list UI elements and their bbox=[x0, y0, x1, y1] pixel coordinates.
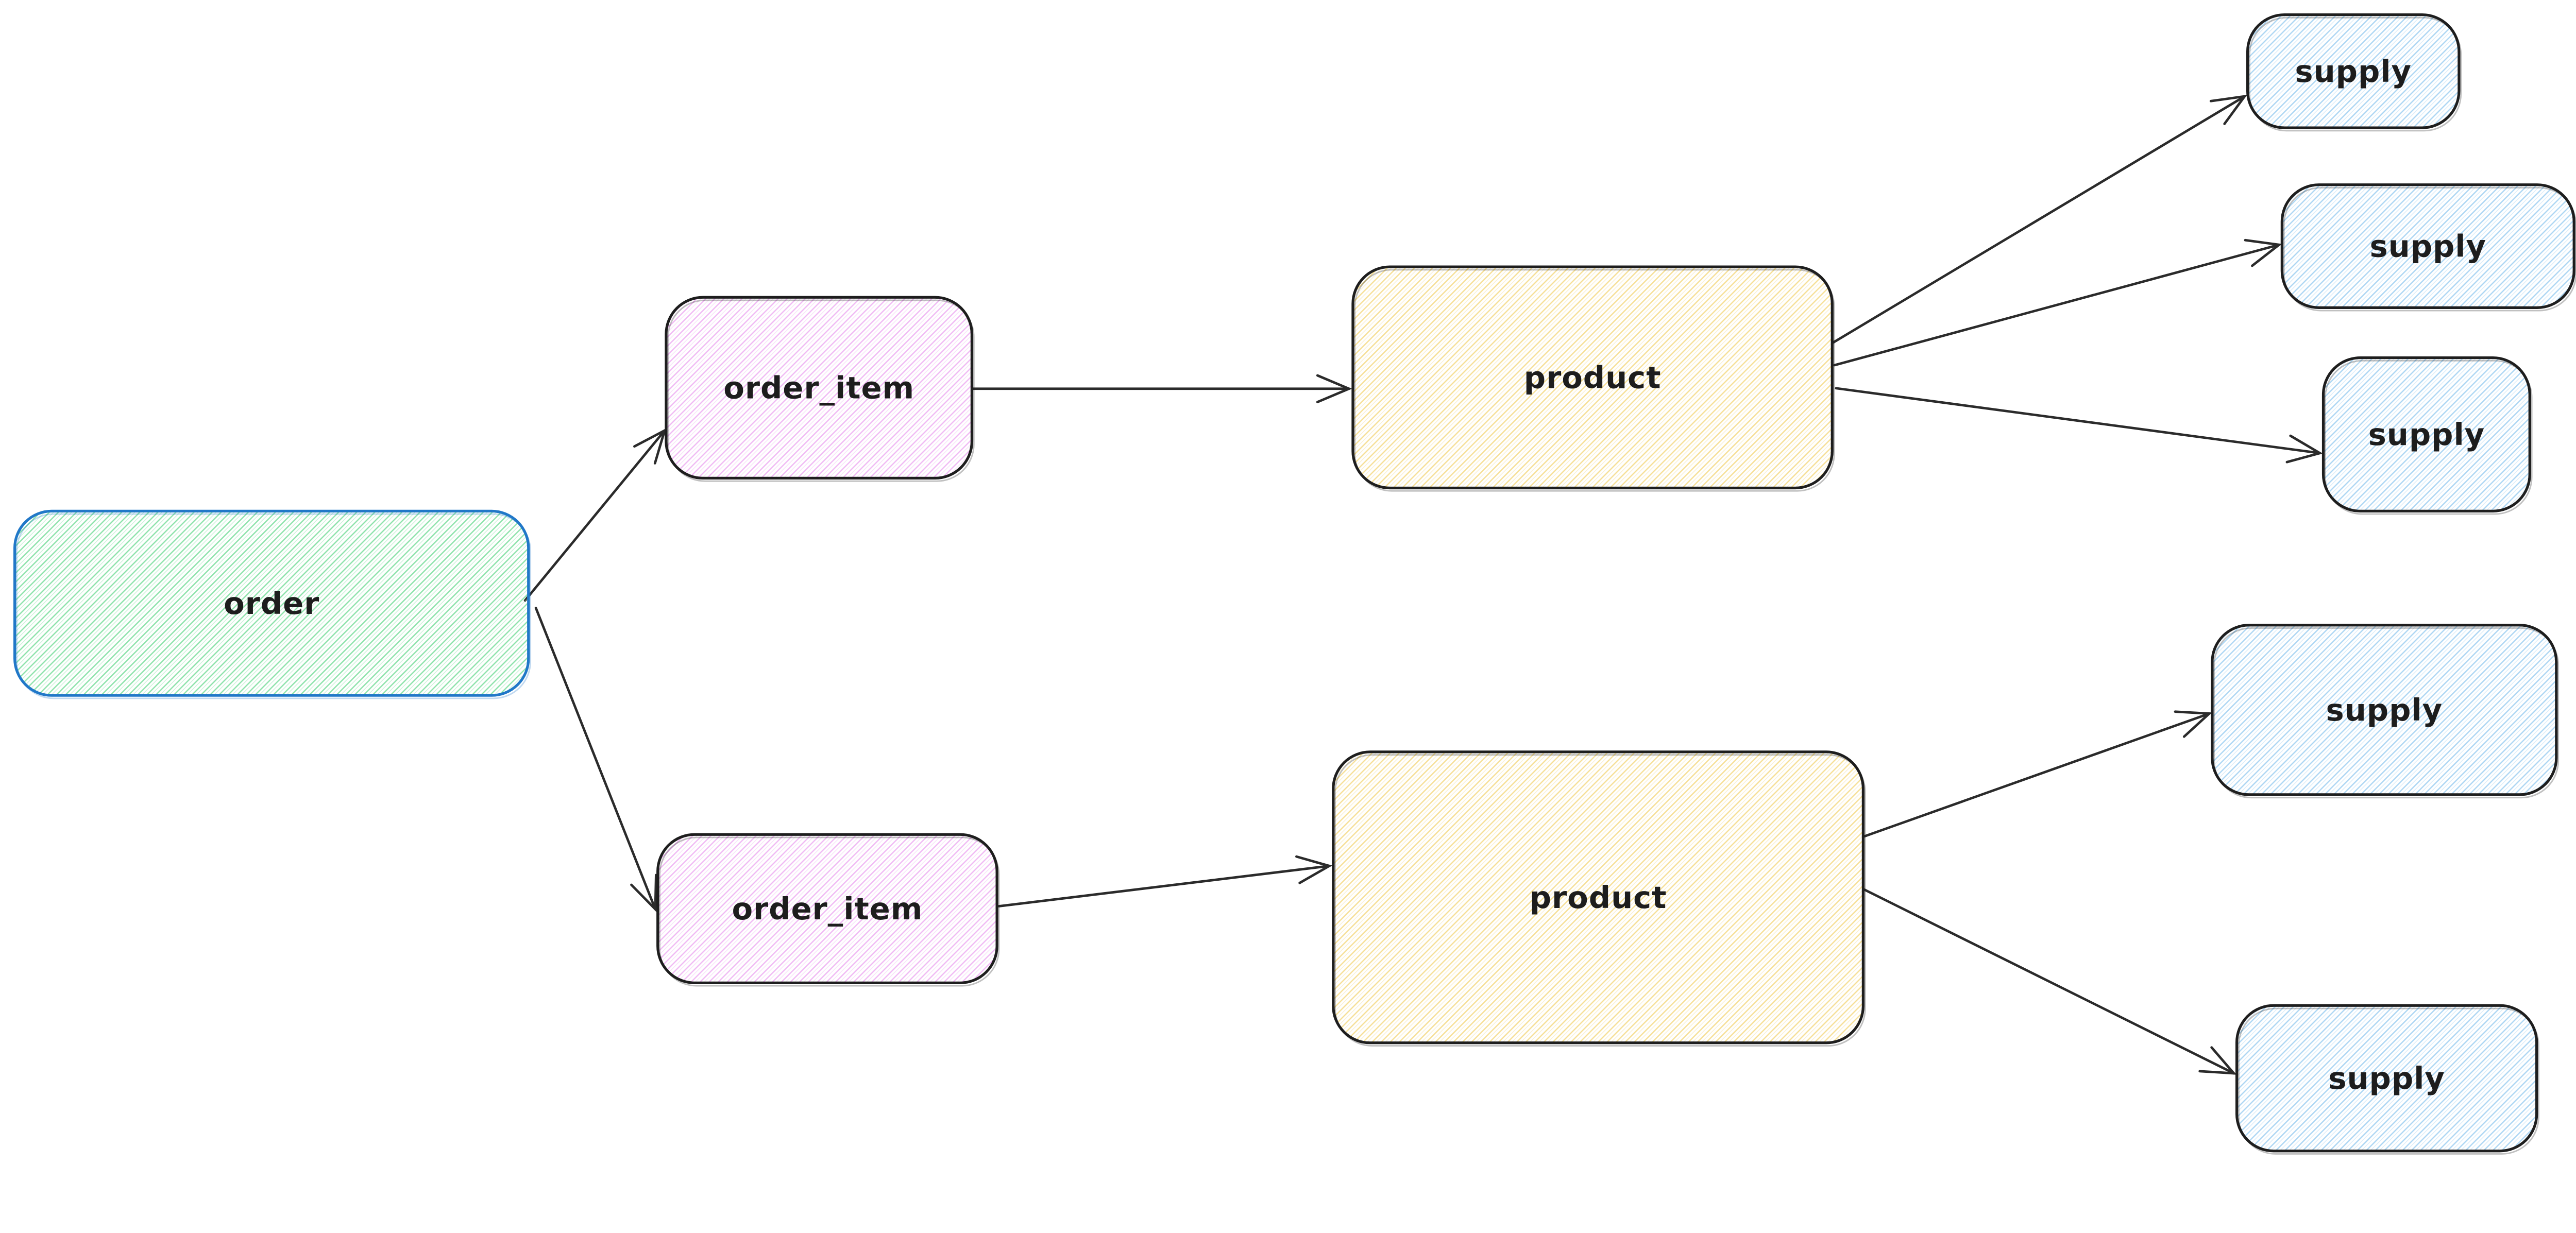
node-order-label: order bbox=[224, 586, 319, 621]
node-order_item_1-box[interactable] bbox=[665, 296, 974, 480]
node-order_item_2-box[interactable] bbox=[656, 833, 998, 985]
node-product_1-box[interactable] bbox=[1351, 265, 1834, 490]
node-product_2[interactable]: product bbox=[1332, 750, 1866, 1047]
edge-product_1-to-supply_2[interactable] bbox=[1833, 238, 2282, 367]
edge-order_item_2-to-product_2[interactable] bbox=[997, 855, 1333, 907]
node-product_1[interactable]: product bbox=[1351, 265, 1835, 492]
node-supply_2[interactable]: supply bbox=[2280, 183, 2576, 312]
node-supply_3-label: supply bbox=[2368, 417, 2485, 452]
node-supply_5-sketch-stroke bbox=[2238, 1007, 2539, 1155]
node-order_item_1-sketch-stroke bbox=[667, 299, 975, 482]
nodes-layer: orderorder_itemorder_itemproductproducts… bbox=[13, 13, 2576, 1155]
edge-order-to-order_item_1[interactable] bbox=[523, 428, 667, 602]
node-supply_5[interactable]: supply bbox=[2235, 1004, 2539, 1155]
node-order_item_2-sketch-stroke bbox=[659, 836, 1000, 987]
node-supply_4-label: supply bbox=[2326, 692, 2443, 728]
node-product_1-sketch-stroke bbox=[1354, 269, 1835, 492]
node-product_2-label: product bbox=[1530, 880, 1667, 915]
node-order_item_1-label: order_item bbox=[723, 370, 914, 405]
node-order[interactable]: order bbox=[13, 509, 532, 699]
node-supply_5-box[interactable] bbox=[2235, 1004, 2538, 1153]
er-diagram: orderorder_itemorder_itemproductproducts… bbox=[13, 13, 2576, 1155]
node-supply_1-box[interactable] bbox=[2246, 13, 2461, 129]
node-product_2-sketch-stroke bbox=[1334, 754, 1866, 1047]
node-supply_4-box[interactable] bbox=[2211, 624, 2558, 796]
node-supply_1[interactable]: supply bbox=[2246, 13, 2462, 132]
node-product_1-label: product bbox=[1524, 359, 1662, 395]
node-supply_2-box[interactable] bbox=[2280, 183, 2575, 309]
node-supply_3[interactable]: supply bbox=[2321, 356, 2533, 515]
edge-product_1-to-supply_1[interactable] bbox=[1832, 94, 2248, 344]
node-supply_3-sketch-stroke bbox=[2324, 359, 2533, 515]
node-product_2-box[interactable] bbox=[1332, 750, 1865, 1044]
node-order_item_1[interactable]: order_item bbox=[665, 296, 975, 482]
edge-order-to-order_item_2[interactable] bbox=[534, 606, 657, 912]
node-supply_4[interactable]: supply bbox=[2211, 624, 2560, 799]
node-order-box[interactable] bbox=[13, 509, 530, 697]
edge-product_1-to-supply_3[interactable] bbox=[1835, 387, 2323, 464]
node-supply_5-label: supply bbox=[2328, 1060, 2445, 1096]
node-supply_1-sketch-stroke bbox=[2248, 16, 2462, 132]
node-supply_1-label: supply bbox=[2295, 54, 2412, 89]
node-supply_2-label: supply bbox=[2369, 229, 2486, 264]
node-order_item_2[interactable]: order_item bbox=[656, 833, 1000, 987]
edges-layer bbox=[523, 94, 2323, 1075]
edge-product_2-to-supply_5[interactable] bbox=[1862, 887, 2237, 1075]
node-supply_4-sketch-stroke bbox=[2213, 627, 2560, 799]
node-supply_3-box[interactable] bbox=[2321, 356, 2531, 512]
node-order_item_2-label: order_item bbox=[732, 891, 923, 927]
node-order-sketch-stroke bbox=[16, 513, 532, 699]
edge-product_2-to-supply_4[interactable] bbox=[1862, 710, 2212, 838]
